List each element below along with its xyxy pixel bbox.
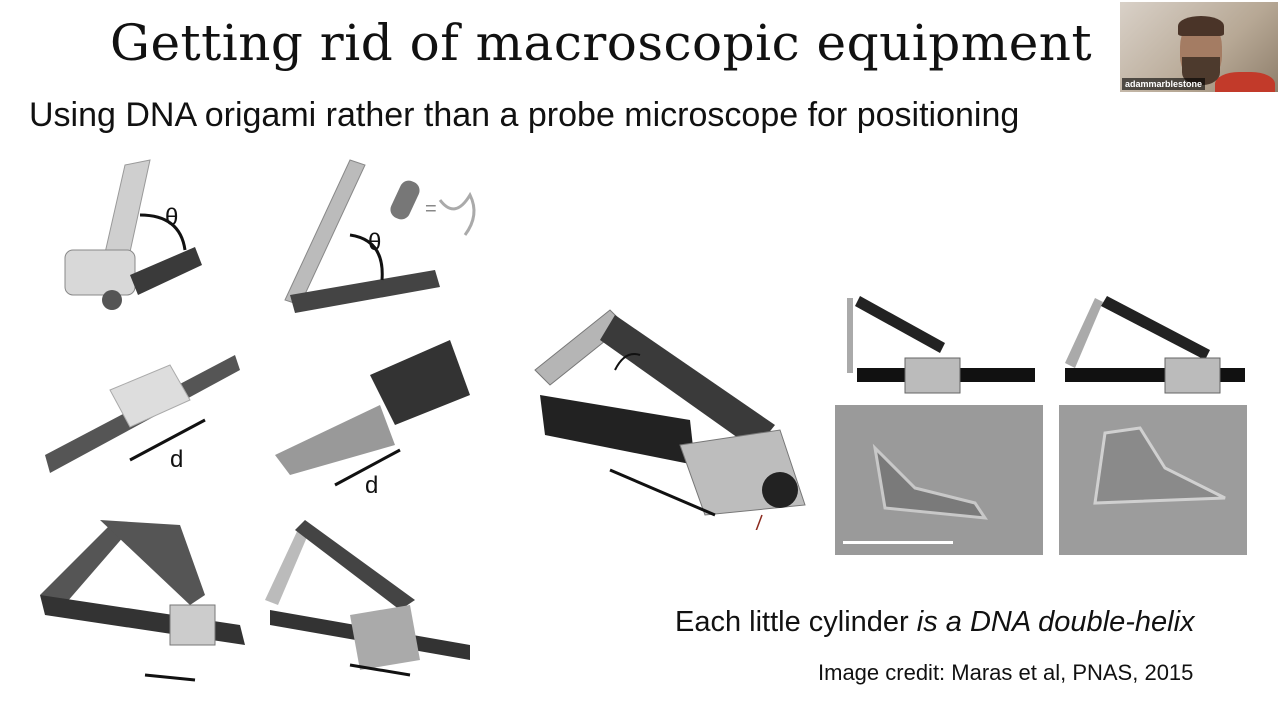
scale-bar xyxy=(843,541,953,544)
dna-origami-triangle-detail xyxy=(534,309,806,530)
open-schematic xyxy=(847,296,1035,394)
caption-text: Each little cylinder xyxy=(675,606,917,638)
participant-name-label: adammarblestone xyxy=(1122,78,1206,90)
distance-label-dna: d xyxy=(365,472,378,499)
mechanism-comparison-figure: θ = θ d d xyxy=(40,159,476,682)
caption-italic-text: is a DNA double-helix xyxy=(916,606,1195,638)
macro-hinge-diagram: θ xyxy=(64,159,202,310)
participant-shirt xyxy=(1215,72,1275,92)
theta-label-dna: θ xyxy=(368,229,381,256)
slide-title: Getting rid of macroscopic equipment xyxy=(110,14,1093,72)
em-image-open xyxy=(835,405,1043,555)
slide-subtitle: Using DNA origami rather than a probe mi… xyxy=(29,96,1020,134)
participant-hair xyxy=(1178,16,1224,36)
theta-label: θ xyxy=(165,204,178,231)
webcam-video-thumbnail[interactable]: adammarblestone xyxy=(1120,2,1278,92)
image-credit: Image credit: Maras et al, PNAS, 2015 xyxy=(818,660,1194,685)
svg-text:=: = xyxy=(425,198,437,220)
dna-hinge-diagram: = θ xyxy=(284,159,476,313)
macro-triangle-diagram xyxy=(40,520,245,682)
slide-caption: Each little cylinder is a DNA double-hel… xyxy=(675,606,1195,639)
dna-slider-diagram: d xyxy=(275,340,470,499)
em-micrograph-panel xyxy=(835,296,1247,555)
dna-triangle-diagram xyxy=(265,520,470,677)
macro-slider-diagram: d xyxy=(45,355,240,473)
distance-label: d xyxy=(170,446,183,473)
closed-schematic xyxy=(1065,296,1245,394)
